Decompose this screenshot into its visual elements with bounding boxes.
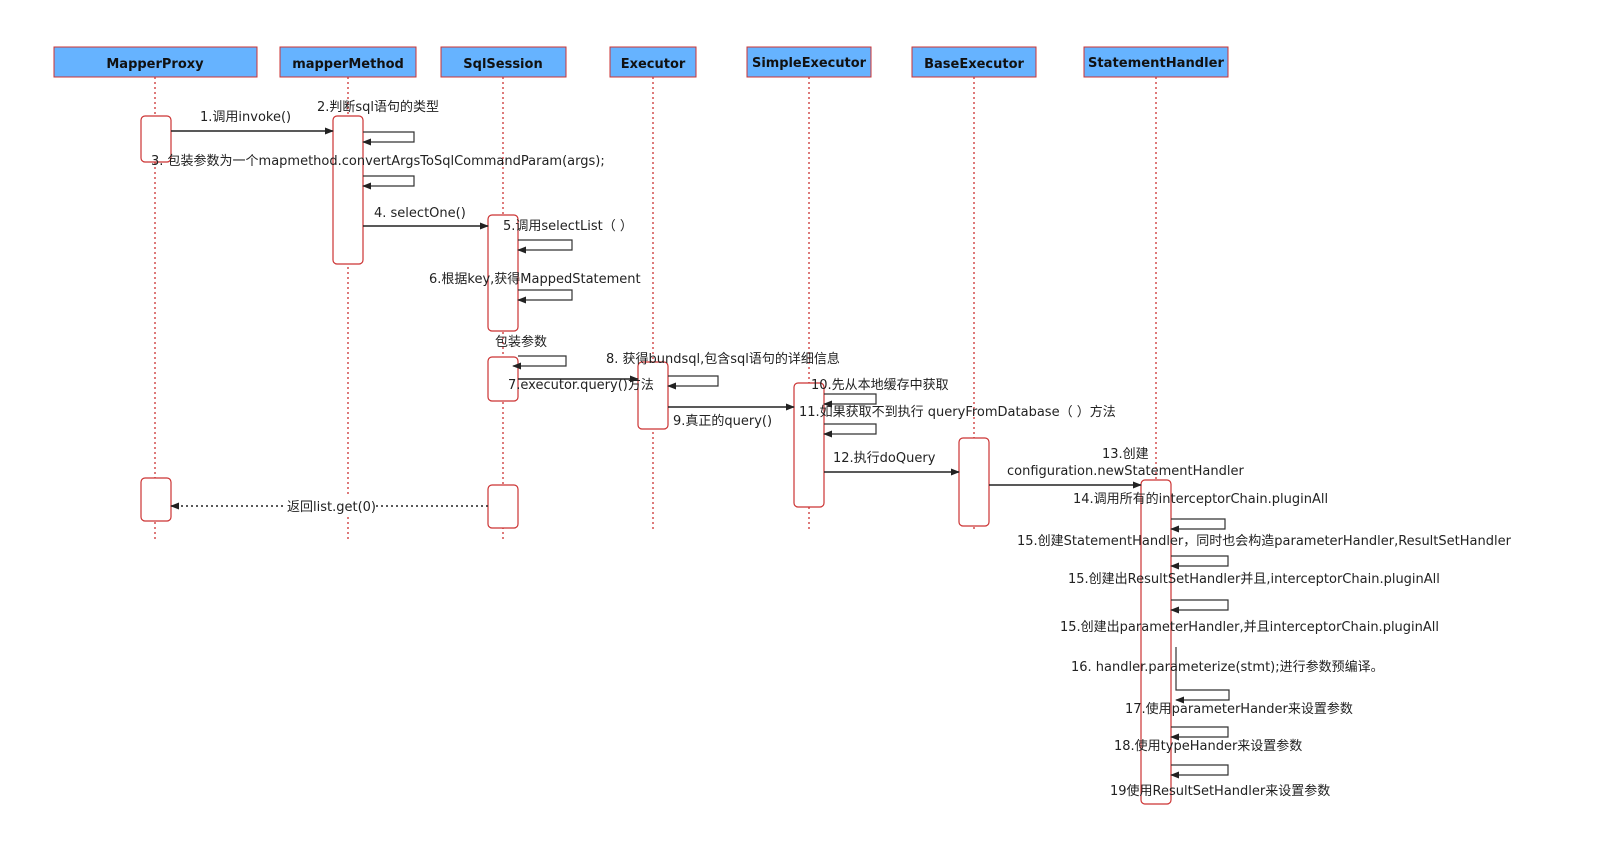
participant-mappermethod: mapperMethod <box>279 46 417 78</box>
message-label: 13.创建 <box>1102 447 1149 462</box>
message-label: 3. 包装参数为一个mapmethod.convertArgsToSqlComm… <box>151 153 605 169</box>
self-message-arrow <box>1170 555 1229 570</box>
self-message-arrow <box>667 375 719 390</box>
activation-sqlsession-3 <box>487 484 519 529</box>
self-message-arrow <box>1170 518 1226 533</box>
participant-label: MapperProxy <box>106 57 204 72</box>
self-message-arrow <box>1170 599 1229 614</box>
self-message-arrow <box>823 423 877 438</box>
participant-executor: Executor <box>609 46 697 78</box>
message-label: 1.调用invoke() <box>200 110 291 125</box>
message-label: 16. handler.parameterize(stmt);进行参数预编译。 <box>1071 659 1384 675</box>
message-label: 包装参数 <box>495 334 547 350</box>
message-label: 5.调用selectList（ ） <box>503 219 633 234</box>
message-label: 12.执行doQuery <box>833 451 936 466</box>
message-label: 6.根据key,获得MappedStatement <box>429 271 641 287</box>
self-message-arrow <box>1175 647 1230 704</box>
participant-headers: MapperProxy mapperMethod SqlSession Exec… <box>53 46 1229 78</box>
participant-statementhandler: StatementHandler <box>1083 46 1229 78</box>
activation-simpleexecutor-1 <box>793 382 825 508</box>
message-label: 15.创建StatementHandler，同时也会构造parameterHan… <box>1017 534 1512 549</box>
activation-executor-1 <box>637 361 669 430</box>
message-label: 18.使用typeHander来设置参数 <box>1114 738 1302 754</box>
activation-statementhandler-1 <box>1140 479 1172 805</box>
return-label-bg <box>283 496 373 514</box>
message-label: 9.真正的query() <box>673 413 772 429</box>
self-message-arrow <box>512 355 567 370</box>
return-label: 返回list.get(0) <box>287 500 376 515</box>
participant-label: mapperMethod <box>292 57 404 72</box>
activation-mapperproxy-1 <box>140 115 172 163</box>
participant-simpleexecutor: SimpleExecutor <box>746 46 872 78</box>
message-label: 14.调用所有的interceptorChain.pluginAll <box>1073 491 1328 507</box>
message-label: 8. 获得bundsql,包含sql语句的详细信息 <box>606 351 840 367</box>
message-label: 15.创建出parameterHandler,并且interceptorChai… <box>1060 620 1439 635</box>
message-label: 2.判断sql语句的类型 <box>317 99 439 115</box>
self-message-arrow <box>1170 726 1229 741</box>
lifelines <box>154 77 1157 806</box>
message-label: 19使用ResultSetHandler来设置参数 <box>1110 783 1330 799</box>
self-message-arrow <box>1170 764 1229 779</box>
participant-label: StatementHandler <box>1088 56 1225 71</box>
message-label: 15.创建出ResultSetHandler并且,interceptorChai… <box>1068 572 1440 587</box>
participant-label: Executor <box>621 57 686 72</box>
self-message-arrow <box>362 175 415 190</box>
self-message-arrow <box>517 239 573 254</box>
message-label: 11.如果获取不到执行 queryFromDatabase（ ）方法 <box>799 404 1116 420</box>
participant-baseexecutor: BaseExecutor <box>911 46 1037 78</box>
participant-label: BaseExecutor <box>924 57 1024 72</box>
participant-label: SimpleExecutor <box>752 56 867 71</box>
messages: 1.调用invoke() 2.判断sql语句的类型 3. 包装参数为一个mapm… <box>151 99 1512 799</box>
activation-mapperproxy-2 <box>140 477 172 522</box>
message-label: 10.先从本地缓存中获取 <box>811 378 949 393</box>
activation-bars <box>140 115 1172 805</box>
message-label: 17.使用parameterHander来设置参数 <box>1125 701 1353 717</box>
activation-mappermethod-1 <box>332 115 364 265</box>
participant-label: SqlSession <box>463 57 542 72</box>
message-label: 7.executor.query()方法 <box>508 377 654 393</box>
participant-mapperproxy: MapperProxy <box>53 46 258 78</box>
self-message-arrow <box>823 393 877 408</box>
message-label: configuration.newStatementHandler <box>1007 464 1244 479</box>
self-message-arrow <box>362 131 415 146</box>
participant-sqlsession: SqlSession <box>440 46 567 78</box>
message-label: 4. selectOne() <box>374 206 466 221</box>
activation-baseexecutor-1 <box>958 437 990 527</box>
activation-sqlsession-1 <box>487 214 519 332</box>
self-message-arrow <box>517 289 573 304</box>
